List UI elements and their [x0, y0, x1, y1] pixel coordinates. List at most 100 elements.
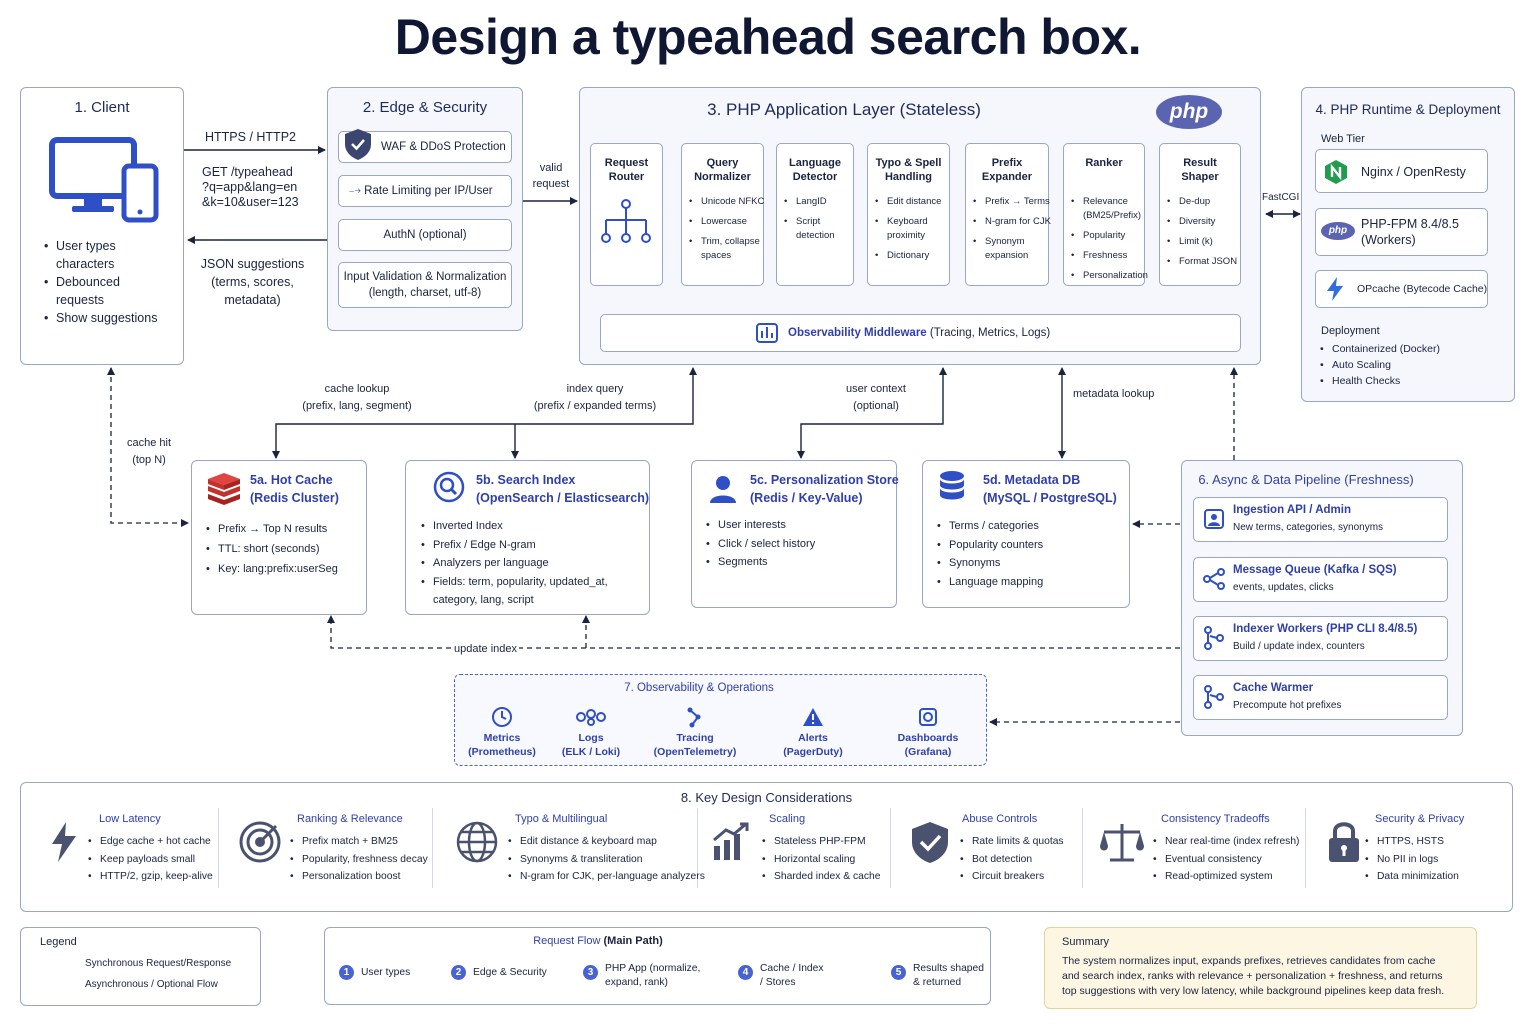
globe-icon	[456, 821, 498, 863]
ops-item-name: Metrics	[483, 732, 521, 744]
stage-items: Edit distanceKeyboardproximityDictionary	[875, 195, 941, 263]
consideration-item: Read-optimized system	[1153, 868, 1299, 886]
redis-icon	[208, 473, 240, 505]
metadata-item: Synonyms	[937, 554, 1043, 573]
stage-items: De-dupDiversityLimit (k)Format JSON	[1167, 195, 1237, 269]
stage-item: Prefix → Terms	[973, 195, 1051, 209]
metadata-item: Language mapping	[937, 573, 1043, 592]
pipeline-step-title: Ingestion API / Admin	[1233, 504, 1351, 516]
flow-step-number: 1	[339, 965, 354, 980]
hot-cache-title: 5a. Hot Cache(Redis Cluster)	[250, 473, 339, 505]
pipeline-step-desc: New terms, categories, synonyms	[1233, 522, 1384, 533]
consideration-list: Edge cache + hot cacheKeep payloads smal…	[88, 833, 213, 886]
hot-cache-list: Prefix → Top N results TTL: short (secon…	[206, 519, 338, 579]
worker-branch-icon	[1204, 626, 1224, 650]
pipeline-step	[1193, 675, 1448, 720]
pipeline-step	[1193, 557, 1448, 602]
authn-box	[338, 219, 512, 251]
router-tree-icon	[601, 199, 651, 243]
web-tier-label: Web Tier	[1321, 133, 1365, 145]
lightning-icon	[52, 822, 76, 862]
php-small-icon: php	[1321, 222, 1355, 240]
cache-hit-label: cache hit(top N)	[126, 437, 172, 466]
client-bullet: Debounced	[44, 273, 157, 291]
validation-label: Input Validation & Normalization(length,…	[343, 271, 507, 299]
stage-items: LangIDScriptdetection	[784, 195, 835, 243]
ops-item-name: Tracing	[676, 732, 714, 744]
stage-item: (BM25/Prefix)	[1083, 210, 1142, 221]
stage-item: N-gram for CJK	[973, 215, 1051, 229]
metadata-db-list: Terms / categories Popularity counters S…	[937, 517, 1043, 591]
stage-item: Popularity	[1071, 229, 1148, 243]
pipeline-step	[1193, 497, 1448, 542]
deployment-item: Auto Scaling	[1320, 357, 1440, 373]
stage-item: Keyboard	[875, 215, 941, 229]
stage-item: proximity	[887, 230, 926, 241]
authn-label: AuthN (optional)	[383, 229, 467, 241]
consideration-item: Stateless PHP-FPM	[762, 833, 880, 851]
warmer-branch-icon	[1204, 685, 1224, 709]
stage-item: De-dup	[1167, 195, 1237, 209]
stage-item: Synonym	[973, 235, 1051, 249]
hot-cache-item: TTL: short (seconds)	[206, 539, 338, 559]
pipeline-step-title: Cache Warmer	[1233, 682, 1314, 694]
client-bullets: User types characters Debounced requests…	[44, 237, 157, 327]
lightning-icon	[1327, 277, 1343, 301]
nginx-label: Nginx / OpenResty	[1361, 165, 1466, 179]
client-bullet-cont: characters	[56, 257, 115, 271]
legend-sync-label: Synchronous Request/Response	[85, 958, 232, 969]
ops-panel	[454, 674, 987, 766]
scaling-chart-icon	[713, 822, 749, 860]
ops-item-sub: (PagerDuty)	[783, 746, 843, 758]
validation-box	[338, 262, 512, 308]
observability-middleware-box	[600, 314, 1241, 352]
client-bullet-cont: requests	[56, 293, 104, 307]
ops-item-sub: (ELK / Loki)	[561, 746, 621, 758]
ops-item-sub: (Prometheus)	[468, 746, 536, 758]
search-index-item: Fields: term, popularity, updated_at,	[421, 573, 608, 592]
stage-item: Limit (k)	[1167, 235, 1237, 249]
consideration-list: Stateless PHP-FPMHorizontal scalingShard…	[762, 833, 880, 886]
consideration-item: Eventual consistency	[1153, 851, 1299, 869]
ops-item-name: Logs	[578, 732, 604, 744]
column-divider	[218, 808, 219, 888]
consideration-title: Abuse Controls	[962, 813, 1038, 825]
fastcgi-label: FastCGI	[1262, 192, 1300, 203]
flow-step-number: 2	[451, 965, 466, 980]
summary-panel	[1044, 927, 1477, 1009]
pipeline-title: 6. Async & Data Pipeline (Freshness)	[1198, 472, 1414, 487]
shield-check-icon	[345, 129, 371, 160]
search-icon	[433, 471, 465, 503]
arrow-user-context	[797, 367, 947, 459]
opcache-label: OPcache (Bytecode Cache)	[1357, 283, 1488, 295]
queue-share-icon	[1203, 568, 1225, 590]
search-index-item: Prefix / Edge N-gram	[421, 536, 608, 555]
edge-title: 2. Edge & Security	[362, 99, 488, 116]
monitor-phone-icon	[49, 137, 159, 223]
stage-item: Unicode NFKC	[689, 195, 764, 209]
column-divider	[432, 808, 433, 888]
stage-item: LangID	[784, 195, 835, 209]
consideration-item: Personalization boost	[290, 868, 428, 886]
flow-step-number: 4	[738, 965, 753, 980]
tracing-icon	[687, 707, 701, 728]
consideration-item: Sharded index & cache	[762, 868, 880, 886]
database-icon	[940, 471, 964, 500]
consideration-item: N-gram for CJK, per-language analyzers	[508, 868, 705, 886]
consideration-list: Edit distance & keyboard mapSynonyms & t…	[508, 833, 705, 886]
arrow-icon: ⤍	[349, 185, 361, 197]
considerations-title: 8. Key Design Considerations	[680, 790, 853, 805]
index-query-label: index query(prefix / expanded terms)	[533, 383, 657, 412]
arrow-cache-hit	[107, 367, 189, 527]
consideration-title: Security & Privacy	[1375, 813, 1465, 825]
consideration-item: Near real-time (index refresh)	[1153, 833, 1299, 851]
column-divider	[1305, 808, 1306, 888]
flow-step-text: User types	[361, 967, 411, 978]
stage-item: Format JSON	[1167, 255, 1237, 269]
flow-step-number: 5	[891, 965, 906, 980]
search-index-item: Inverted Index	[421, 517, 608, 536]
